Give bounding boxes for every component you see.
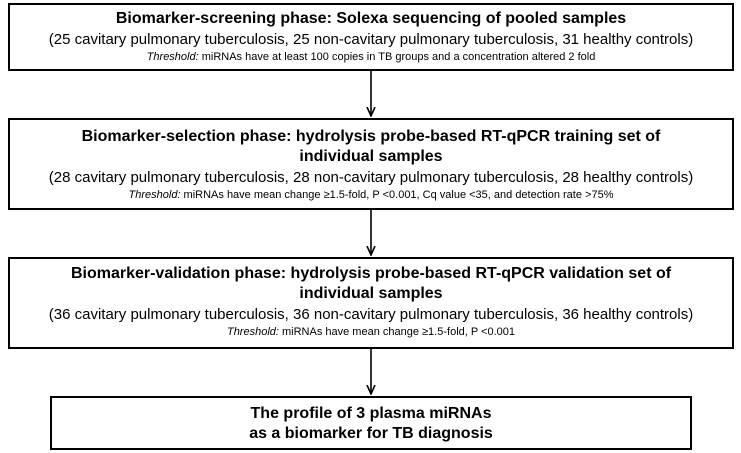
selection-heading-line-1: Biomarker-selection phase: hydrolysis pr… xyxy=(81,128,661,145)
selection-phase-box: Biomarker-selection phase: hydrolysis pr… xyxy=(8,118,734,210)
validation-phase-groups: (36 cavitary pulmonary tuberculosis, 36 … xyxy=(48,306,694,323)
threshold-text: miRNAs have mean change ≥1.5-fold, P <0.… xyxy=(278,326,516,338)
validation-phase-box: Biomarker-validation phase: hydrolysis p… xyxy=(8,257,734,349)
validation-heading-line-1: Biomarker-validation phase: hydrolysis p… xyxy=(70,265,672,282)
threshold-text: miRNAs have mean change ≥1.5-fold, P <0.… xyxy=(180,189,614,201)
selection-phase-heading: Biomarker-selection phase: hydrolysis pr… xyxy=(10,127,732,167)
validation-phase-heading: Biomarker-validation phase: hydrolysis p… xyxy=(10,264,732,304)
result-line-2: as a biomarker for TB diagnosis xyxy=(249,425,493,442)
result-line-1: The profile of 3 plasma miRNAs xyxy=(250,405,492,422)
validation-heading-line-2: individual samples xyxy=(299,285,443,302)
screening-phase-groups: (25 cavitary pulmonary tuberculosis, 25 … xyxy=(48,31,694,48)
screening-phase-threshold: Threshold: miRNAs have at least 100 copi… xyxy=(10,50,732,64)
validation-phase-threshold: Threshold: miRNAs have mean change ≥1.5-… xyxy=(10,325,732,339)
screening-phase-box: Biomarker-screening phase: Solexa sequen… xyxy=(8,3,734,71)
result-box: The profile of 3 plasma miRNAs as a biom… xyxy=(50,396,692,450)
screening-heading-line: Biomarker-screening phase: Solexa sequen… xyxy=(115,10,627,27)
threshold-label: Threshold: xyxy=(146,51,199,63)
selection-phase-threshold: Threshold: miRNAs have mean change ≥1.5-… xyxy=(10,188,732,202)
screening-phase-heading: Biomarker-screening phase: Solexa sequen… xyxy=(10,9,732,29)
selection-phase-groups: (28 cavitary pulmonary tuberculosis, 28 … xyxy=(48,169,694,186)
threshold-text: miRNAs have at least 100 copies in TB gr… xyxy=(198,51,596,63)
threshold-label: Threshold: xyxy=(128,189,181,201)
threshold-label: Threshold: xyxy=(226,326,279,338)
selection-heading-line-2: individual samples xyxy=(299,148,443,165)
